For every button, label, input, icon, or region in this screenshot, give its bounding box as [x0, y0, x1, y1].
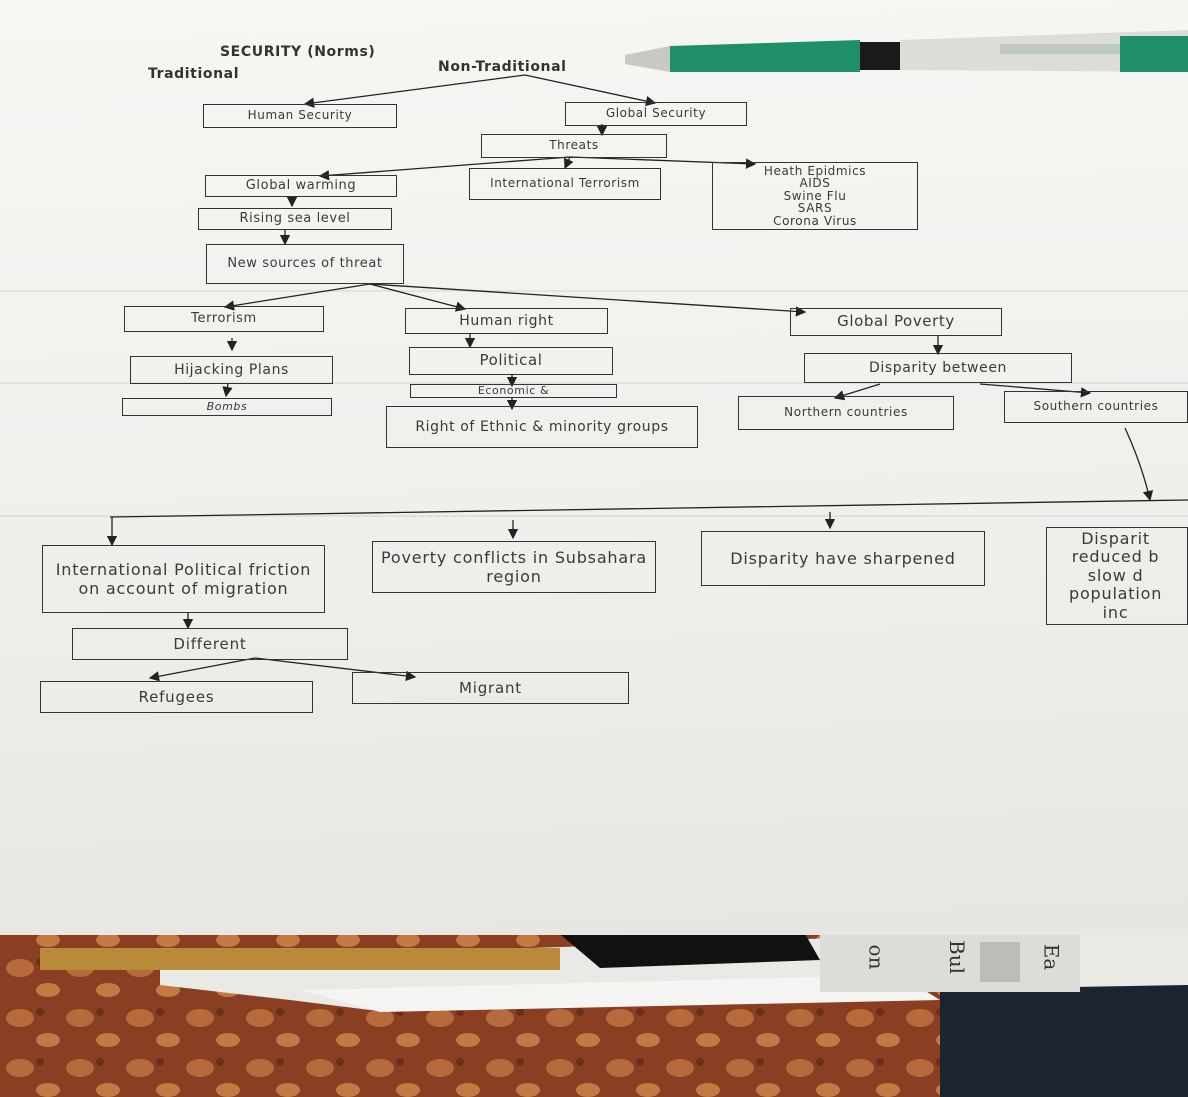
spine-label-1: on [864, 944, 889, 970]
paper-crease [0, 382, 1188, 384]
political-box: Political [409, 347, 613, 375]
disparity-sharpened-box: Disparity have sharpened [701, 531, 985, 586]
spine-label-2: Bul [944, 940, 969, 974]
global-poverty-box: Global Poverty [790, 308, 1002, 336]
terrorism-box: Terrorism [124, 306, 324, 332]
paper-crease [0, 290, 1188, 292]
diagram-title: SECURITY (Norms) [220, 44, 376, 60]
international-political-friction-box: International Political friction on acco… [42, 545, 325, 613]
disparity-between-box: Disparity between [804, 353, 1072, 383]
hijacking-plans-box: Hijacking Plans [130, 356, 333, 384]
human-right-box: Human right [405, 308, 608, 334]
spine-label-3: Ea [1039, 943, 1064, 971]
poverty-conflicts-box: Poverty conflicts in Subsahara region [372, 541, 656, 593]
economic-box: Economic & [410, 384, 617, 398]
migrant-box: Migrant [352, 672, 629, 704]
refugees-box: Refugees [40, 681, 313, 713]
international-terrorism-box: International Terrorism [469, 168, 661, 200]
global-warming-box: Global warming [205, 175, 397, 197]
southern-countries-box: Southern countries [1004, 391, 1188, 423]
different-box: Different [72, 628, 348, 660]
paper-crease [0, 515, 1188, 517]
new-sources-of-threat-box: New sources of threat [206, 244, 404, 284]
northern-countries-box: Northern countries [738, 396, 954, 430]
bombs-box: Bombs [122, 398, 332, 416]
non-traditional-label: Non-Traditional [438, 59, 567, 75]
rising-sea-level-box: Rising sea level [198, 208, 392, 230]
health-epidemics-box: Heath Epidmics AIDS Swine Flu SARS Coron… [712, 162, 918, 230]
traditional-label: Traditional [148, 66, 240, 82]
disparity-reduced-box: Disparit reduced b slow d population inc [1046, 527, 1188, 625]
right-of-ethnic-box: Right of Ethnic & minority groups [386, 406, 698, 448]
pen [625, 30, 1188, 72]
paper-sheet [0, 0, 1188, 935]
human-security-box: Human Security [203, 104, 397, 128]
threats-box: Threats [481, 134, 667, 158]
global-security-box: Global Security [565, 102, 747, 126]
